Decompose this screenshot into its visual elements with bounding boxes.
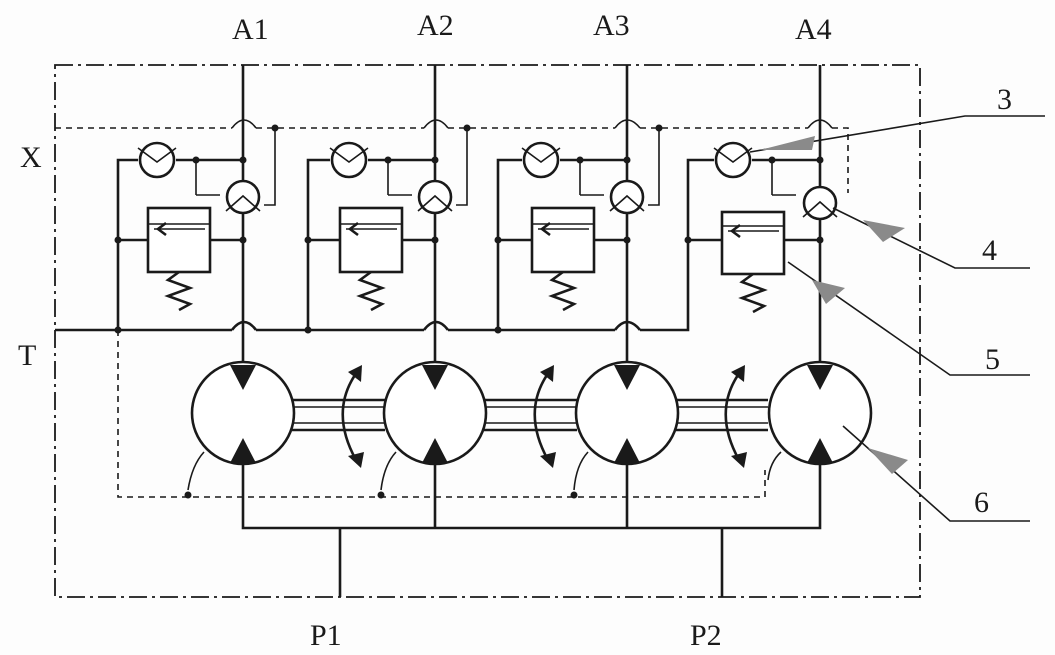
section-4 bbox=[684, 65, 873, 481]
label-x: X bbox=[20, 141, 42, 174]
callout-6: 6 bbox=[974, 486, 989, 519]
check-valve-pilot-4 bbox=[802, 185, 838, 221]
t-tank-line bbox=[55, 240, 690, 332]
section-1 bbox=[114, 65, 364, 499]
label-a2: A2 bbox=[417, 9, 454, 42]
label-a4: A4 bbox=[795, 13, 832, 46]
enclosure-border bbox=[54, 64, 921, 598]
section-2 bbox=[304, 65, 556, 499]
label-a3: A3 bbox=[593, 9, 630, 42]
check-valve-2 bbox=[329, 141, 369, 179]
label-p1: P1 bbox=[310, 619, 342, 652]
motor-2 bbox=[377, 360, 488, 499]
label-p2: P2 bbox=[690, 619, 722, 652]
callout-5: 5 bbox=[985, 343, 1000, 376]
relief-valve-1 bbox=[146, 206, 212, 312]
check-valve-1 bbox=[137, 141, 177, 179]
callout-leaders bbox=[749, 115, 1045, 522]
rotation-arrow-2 bbox=[533, 365, 556, 468]
check-valve-3 bbox=[521, 141, 561, 179]
check-valve-pilot-3 bbox=[609, 179, 645, 215]
drain-line bbox=[117, 330, 766, 498]
shaft-couplings bbox=[292, 398, 768, 432]
x-pilot-line bbox=[55, 127, 849, 193]
motor-4 bbox=[767, 360, 873, 481]
motor-1 bbox=[184, 360, 296, 499]
section-3 bbox=[494, 65, 747, 499]
relief-valve-4 bbox=[720, 210, 786, 314]
callout-3: 3 bbox=[997, 83, 1012, 116]
check-valve-4 bbox=[713, 141, 753, 179]
pressure-manifold bbox=[241, 463, 822, 597]
relief-valve-3 bbox=[530, 206, 596, 312]
label-t: T bbox=[18, 339, 36, 372]
callout-4: 4 bbox=[982, 234, 997, 267]
relief-valve-2 bbox=[338, 206, 404, 312]
check-valve-pilot-1 bbox=[225, 179, 261, 215]
check-valve-pilot-2 bbox=[417, 179, 453, 215]
motor-3 bbox=[570, 360, 680, 499]
rotation-arrow-3 bbox=[724, 365, 747, 468]
rotation-arrow-1 bbox=[341, 365, 364, 468]
label-a1: A1 bbox=[232, 13, 269, 46]
